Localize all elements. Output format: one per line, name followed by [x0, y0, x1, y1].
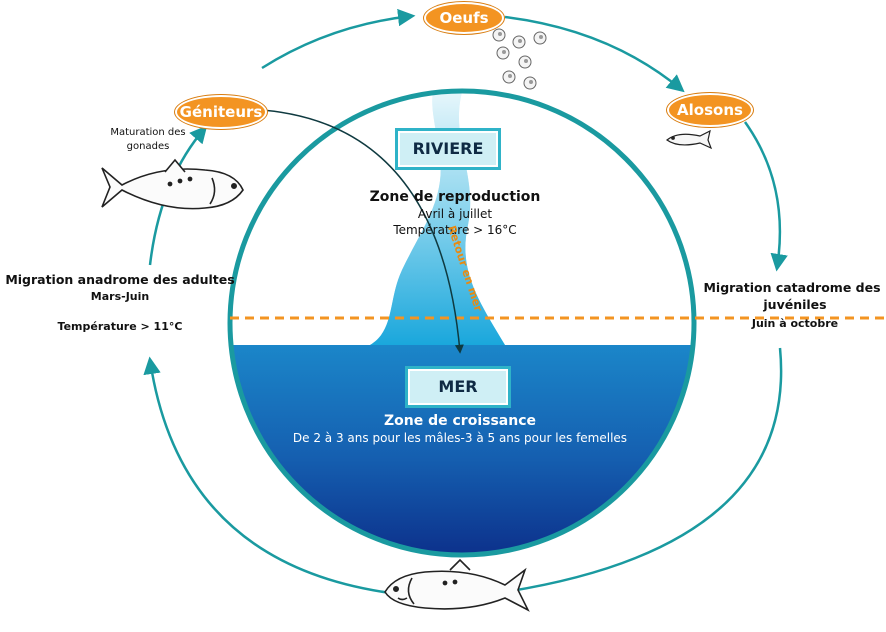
- stage-badge-geniteurs: Géniteurs: [175, 95, 267, 129]
- stage-badge-oeufs: Oeufs: [424, 2, 504, 34]
- mer-zone-detail: De 2 à 3 ans pour les mâles-3 à 5 ans po…: [292, 431, 628, 445]
- inner-circle-border: [227, 88, 697, 558]
- juvenile-fish-icon: [666, 129, 713, 150]
- arrow-geniteurs-to-oeufs: [261, 8, 416, 70]
- riviere-box: RIVIERE: [395, 128, 501, 170]
- stage-label-geniteurs: Géniteurs: [179, 103, 263, 121]
- riviere-zone-title: Zone de reproduction: [369, 189, 541, 205]
- adult-fish-left-icon: [101, 158, 244, 210]
- arrow-alosons-migration: [743, 121, 788, 272]
- mer-zone-title: Zone de croissance: [384, 413, 536, 429]
- stage-badge-alosons: Alosons: [667, 93, 753, 127]
- mer-box: MER: [405, 366, 511, 408]
- riviere-zone-period: Avril à juillet: [417, 207, 493, 221]
- migration-anadrome-temperature: Température > 11°C: [57, 320, 183, 333]
- eggs-icon: [492, 28, 547, 90]
- stage-label-oeufs: Oeufs: [439, 9, 489, 27]
- retour-en-mer-arrow: [261, 109, 464, 354]
- migration-anadrome-title: Migration anadrome des adultes: [5, 272, 235, 287]
- adult-fish-bottom-icon: [384, 558, 530, 612]
- migration-anadrome-period: Mars-Juin: [90, 290, 150, 303]
- migration-catadrome-title-line2: juvéniles: [763, 297, 827, 312]
- sea-shape: [230, 345, 694, 555]
- riviere-label: RIVIERE: [412, 139, 484, 158]
- riviere-zone-temperature: Température > 16°C: [393, 223, 517, 237]
- arrow-oeufs-to-alosons: [504, 15, 685, 93]
- maturation-label-line2: gonades: [126, 141, 170, 152]
- stage-label-alosons: Alosons: [677, 101, 743, 119]
- maturation-label-line1: Maturation des: [110, 127, 186, 138]
- migration-catadrome-title-line1: Migration catadrome des: [703, 280, 881, 295]
- mer-label: MER: [438, 377, 478, 396]
- migration-catadrome-period: Juin à octobre: [751, 317, 839, 330]
